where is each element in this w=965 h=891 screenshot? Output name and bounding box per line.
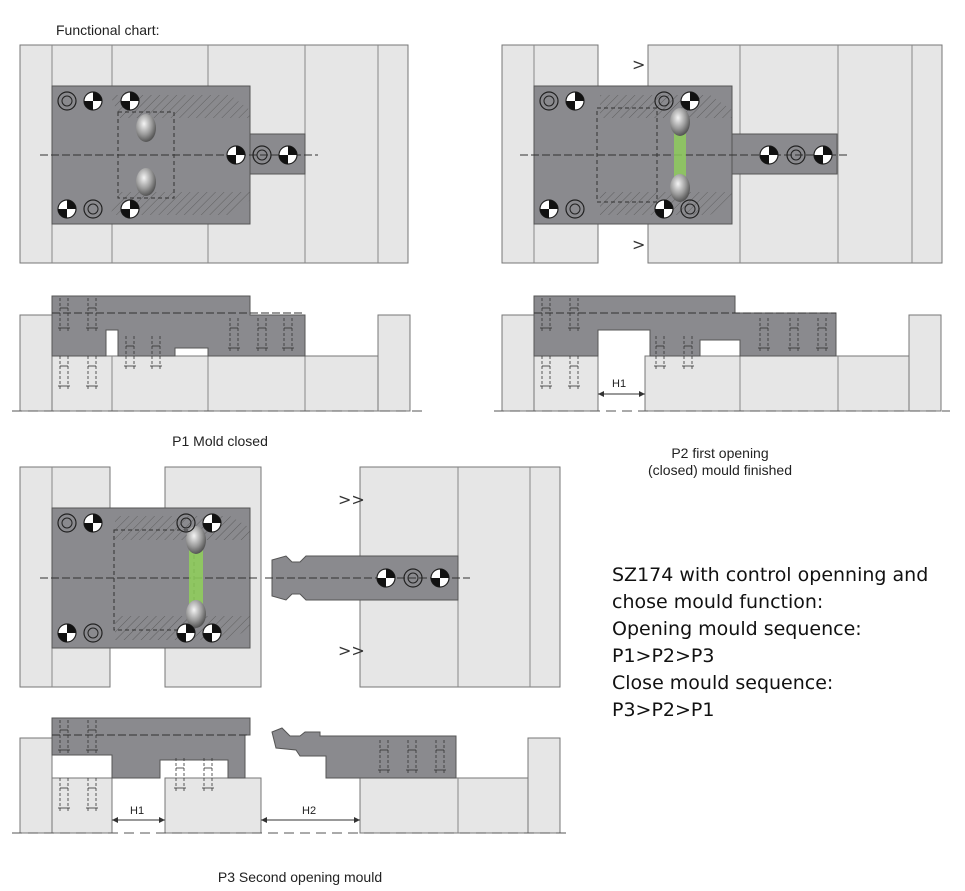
description-line: chose mould function: xyxy=(612,591,824,613)
description-line: P3>P2>P1 xyxy=(612,699,715,721)
function-description: SZ174 with control openning and chose mo… xyxy=(612,562,928,724)
open-arrow-marker: > xyxy=(632,235,645,254)
open-arrow-double: >> xyxy=(338,641,365,660)
dimension-h1: H1 xyxy=(130,805,144,817)
description-line: Opening mould sequence: xyxy=(612,618,862,640)
dimension-h2: H2 xyxy=(302,805,316,817)
p3-side-view: H1 H2 xyxy=(12,717,570,834)
caption-p2-line2: (closed) mould finished xyxy=(648,462,792,478)
p1-top-view xyxy=(19,44,409,264)
description-line: SZ174 with control openning and xyxy=(612,564,929,586)
p1-side-view xyxy=(12,295,425,412)
p2-top-view: > > xyxy=(501,44,943,264)
p2-side-view: H1 xyxy=(494,295,950,412)
open-arrow-marker: > xyxy=(632,55,645,74)
caption-p2-line1: P2 first opening xyxy=(671,445,769,461)
dimension-h1: H1 xyxy=(612,378,626,390)
caption-p2: P2 first opening (closed) mould finished xyxy=(600,445,840,479)
description-line: P1>P2>P3 xyxy=(612,645,715,667)
p3-top-view: >> >> xyxy=(19,466,561,688)
open-arrow-double: >> xyxy=(338,490,365,509)
caption-p1: P1 Mold closed xyxy=(172,433,268,449)
chart-title: Functional chart: xyxy=(56,22,160,38)
caption-p3: P3 Second opening mould xyxy=(217,869,383,885)
description-line: Close mould sequence: xyxy=(612,672,834,694)
